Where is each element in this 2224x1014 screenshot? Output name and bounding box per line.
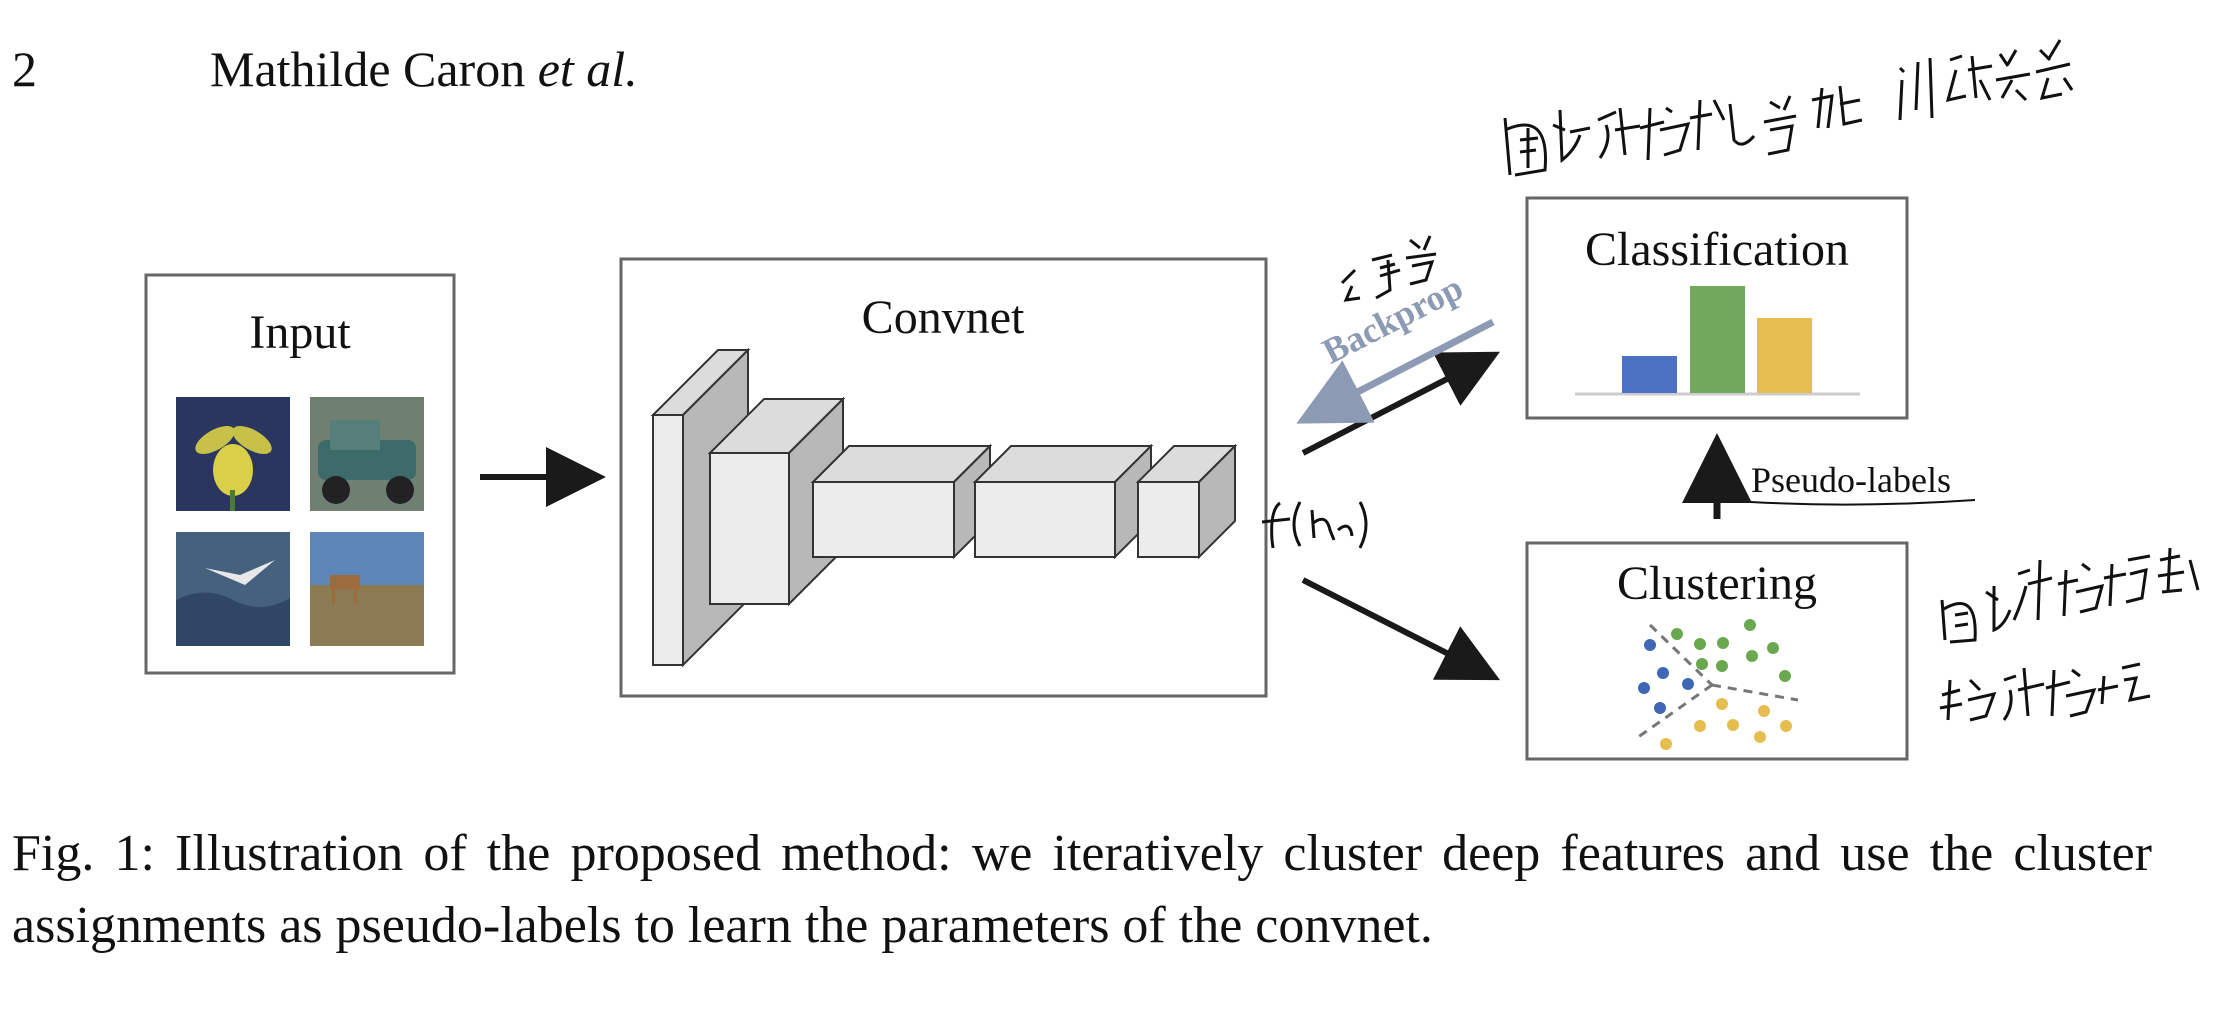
- convnet-label: Convnet: [862, 291, 1025, 344]
- classification-label: Classification: [1585, 223, 1849, 276]
- classification-panel: Classification: [1525, 196, 1909, 420]
- clustering-label: Clustering: [1617, 557, 1817, 610]
- input-image-bird: [176, 532, 290, 646]
- handwritten-note-top: [1503, 39, 2074, 177]
- page-number: 2: [12, 41, 37, 97]
- class-bar-blue: [1622, 356, 1677, 393]
- pseudo-labels-underline: [1750, 499, 1976, 506]
- author-name: Mathilde Caron: [210, 41, 526, 97]
- handwritten-feature-annotation: [1261, 501, 1368, 549]
- conv-layer-5: [1135, 443, 1238, 560]
- input-image-flower: [176, 397, 290, 511]
- class-bar-yellow: [1757, 318, 1812, 393]
- handwritten-note-right: [1939, 547, 2200, 722]
- class-bar-green: [1690, 286, 1745, 393]
- convnet-panel: Convnet: [619, 257, 1268, 698]
- convnet-to-classification-arrow: [1301, 351, 1501, 456]
- cluster-points: [1638, 619, 1792, 750]
- running-header-author: Mathilde Caron et al.: [210, 44, 638, 94]
- convnet-to-clustering-arrow: [1301, 577, 1501, 681]
- clustering-panel: Clustering: [1525, 541, 1909, 761]
- pseudo-labels-label: Pseudo-labels: [1751, 460, 1951, 500]
- input-panel: Input: [144, 273, 456, 675]
- backprop-arrow: [1296, 318, 1495, 424]
- cluster-boundaries: [1633, 623, 1799, 742]
- input-image-car: [310, 397, 424, 511]
- conv-layer-3: [810, 443, 993, 560]
- input-image-deer: [310, 532, 424, 646]
- author-suffix: et al.: [537, 41, 638, 97]
- method-figure: Input: [144, 39, 2200, 761]
- input-label: Input: [249, 306, 351, 359]
- handwritten-note-classifier: [1340, 235, 1437, 302]
- conv-layer-4: [972, 443, 1154, 560]
- figure-caption: Fig. 1: Illustration of the proposed met…: [12, 825, 2152, 954]
- backprop-label: Backprop: [1316, 267, 1469, 371]
